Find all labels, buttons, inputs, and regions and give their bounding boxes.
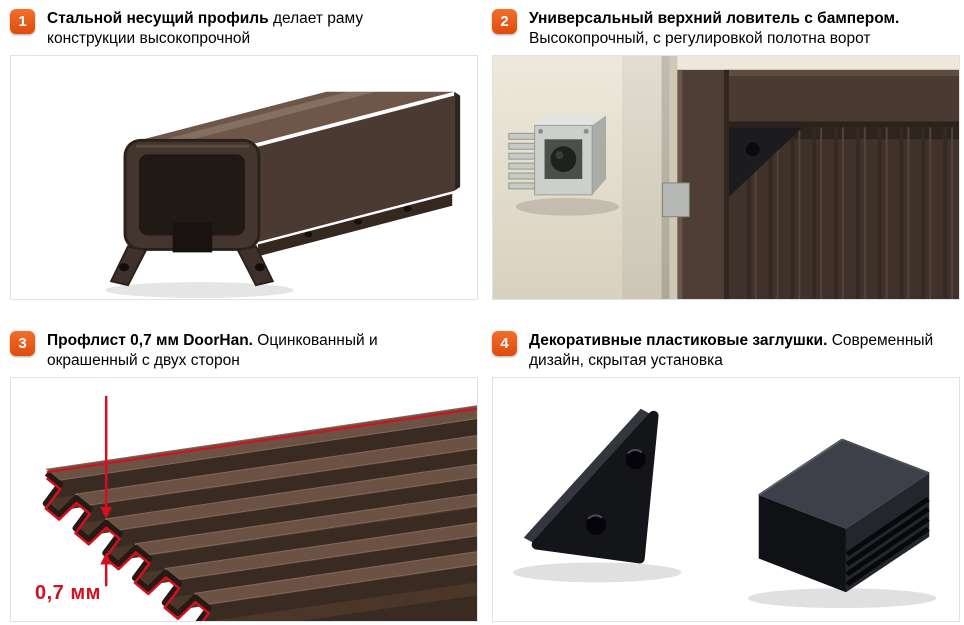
profiled-sheet-image: 0,7 мм bbox=[10, 377, 478, 623]
card-header-2: 2 Универсальный верхний ловитель с бампе… bbox=[492, 8, 960, 48]
steel-profile-image bbox=[10, 55, 478, 301]
cap-fins bbox=[845, 497, 930, 587]
card-title-4: Декоративные пластиковые заглушки. Совре… bbox=[529, 330, 960, 370]
card-title-4-rest: Современный дизайн, скрытая установка bbox=[529, 332, 934, 369]
card-title-2: Универсальный верхний ловитель с бамперо… bbox=[529, 8, 960, 48]
card-title-1-rest: делает раму конструкции высокопрочной bbox=[47, 10, 364, 47]
profiled-sheet-illustration bbox=[42, 395, 477, 622]
card-header-1: 1 Стальной несущий профиль делает раму к… bbox=[10, 8, 478, 48]
corrugated-sheet bbox=[42, 405, 477, 622]
top-catcher-image bbox=[492, 55, 960, 301]
plastic-caps-illustration bbox=[512, 408, 937, 609]
steel-profile-illustration bbox=[105, 91, 461, 299]
thickness-annotation: 0,7 мм bbox=[35, 582, 101, 605]
plastic-caps-image bbox=[492, 377, 960, 623]
profile-body bbox=[127, 91, 461, 257]
number-badge-3: 3 bbox=[10, 331, 35, 357]
thickness-dimension-arrow bbox=[100, 395, 113, 587]
card-title-4-bold: Декоративные пластиковые заглушки. bbox=[529, 332, 828, 350]
edge-highlight-line bbox=[44, 477, 211, 622]
number-badge-4: 4 bbox=[492, 331, 517, 357]
card-title-2-rest: Высокопрочный, с регулировкой полотна во… bbox=[529, 29, 871, 47]
gate-panel bbox=[728, 127, 959, 300]
catch-plate bbox=[662, 182, 690, 218]
feature-card-4: 4 Декоративные пластиковые заглушки. Сов… bbox=[492, 330, 960, 623]
card-title-1: Стальной несущий профиль делает раму кон… bbox=[47, 8, 399, 48]
card-title-2-bold: Универсальный верхний ловитель с бамперо… bbox=[529, 10, 900, 27]
profile-cross-section bbox=[109, 138, 275, 287]
card-header-4: 4 Декоративные пластиковые заглушки. Сов… bbox=[492, 330, 960, 370]
feature-card-2: 2 Универсальный верхний ловитель с бампе… bbox=[492, 8, 960, 301]
catcher-bracket bbox=[508, 115, 619, 216]
feature-card-1: 1 Стальной несущий профиль делает раму к… bbox=[10, 8, 478, 301]
top-catcher-illustration bbox=[493, 56, 959, 300]
card-header-3: 3 Профлист 0,7 мм DoorHan. Оцинкованный … bbox=[10, 330, 478, 370]
number-badge-2: 2 bbox=[492, 9, 517, 34]
triangular-corner-cap bbox=[523, 408, 659, 564]
corner-gusset-bracket bbox=[728, 127, 803, 197]
feature-card-3: 3 Профлист 0,7 мм DoorHan. Оцинкованный … bbox=[10, 330, 478, 623]
gate-frame bbox=[677, 69, 959, 300]
card-title-1-bold: Стальной несущий профиль bbox=[47, 10, 269, 27]
wedge-end-cap bbox=[758, 438, 930, 593]
card-title-3: Профлист 0,7 мм DoorHan. Оцинкованный и … bbox=[47, 330, 399, 370]
number-badge-1: 1 bbox=[10, 9, 35, 34]
card-title-3-rest: Оцинкованный и окрашенный с двух сторон bbox=[47, 332, 378, 369]
card-title-3-bold: Профлист 0,7 мм DoorHan. bbox=[47, 332, 253, 350]
top-edge-highlight-line bbox=[46, 407, 477, 474]
